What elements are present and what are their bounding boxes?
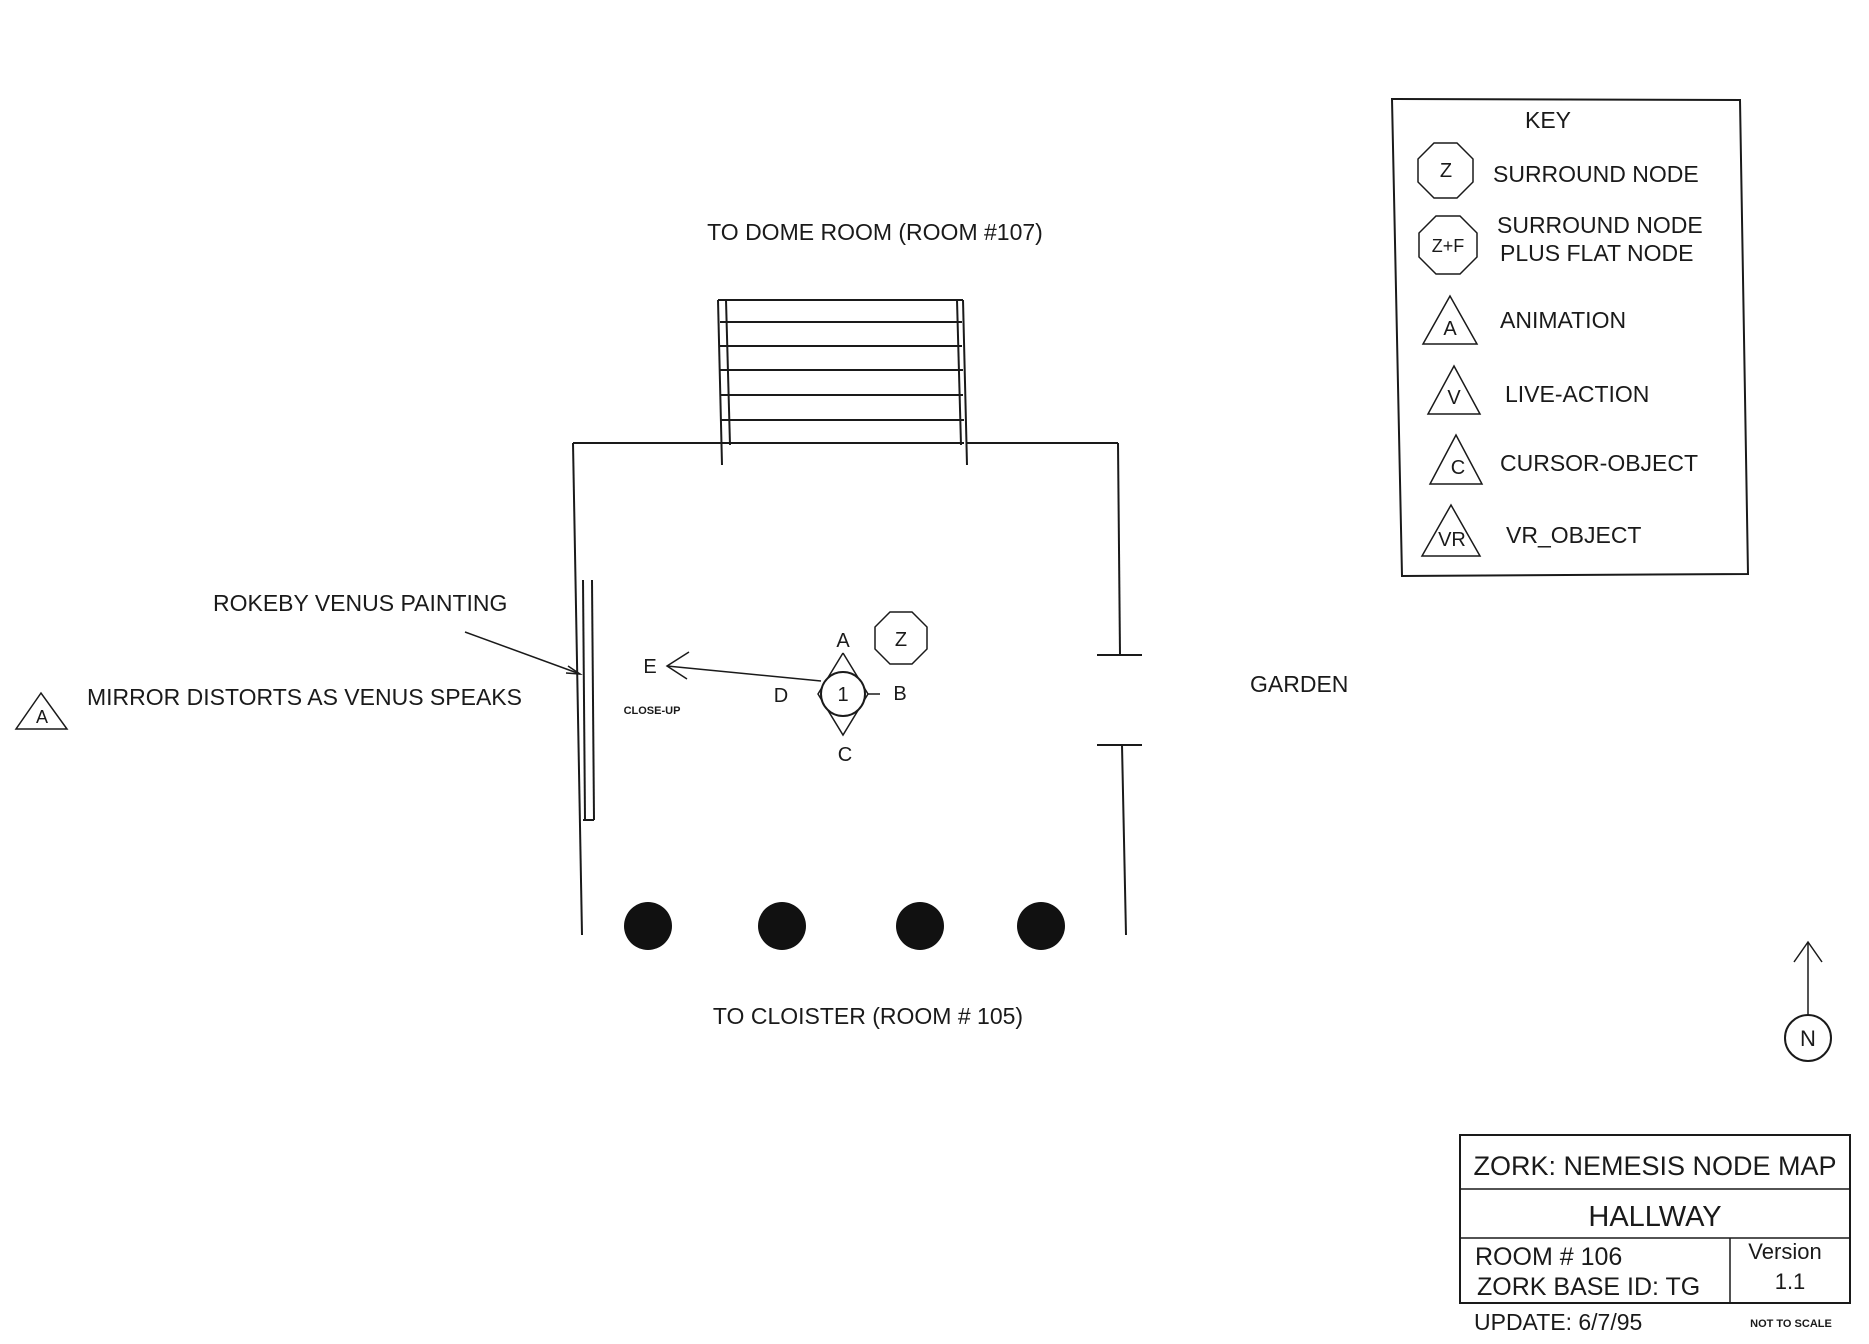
painting-pointer	[464, 631, 581, 675]
key-item-label: ANIMATION	[1500, 307, 1626, 333]
view-d-label: D	[774, 685, 788, 707]
columns	[624, 902, 1065, 950]
key-item-label: PLUS FLAT NODE	[1500, 240, 1693, 266]
compass-north-label: N	[1800, 1026, 1816, 1051]
room-number: ROOM # 106	[1475, 1243, 1622, 1271]
key-item-label: VR_OBJECT	[1506, 522, 1641, 548]
surround-node-octagon-icon	[874, 611, 928, 665]
node-number: 1	[837, 684, 848, 706]
north-exit-label: TO DOME ROOM (ROOM #107)	[707, 219, 1043, 245]
node-circle	[820, 671, 866, 717]
key-item-label: CURSOR-OBJECT	[1500, 450, 1698, 476]
column	[896, 902, 944, 950]
column	[624, 902, 672, 950]
column	[758, 902, 806, 950]
painting-label: ROKEBY VENUS PAINTING	[213, 590, 507, 616]
title-block: ZORK: NEMESIS NODE MAP HALLWAY ROOM # 10…	[1459, 1134, 1851, 1335]
svg-text:C: C	[1451, 457, 1465, 479]
closeup-label: CLOSE-UP	[624, 705, 681, 717]
surround-node-key-icon	[1417, 142, 1474, 199]
painting-wall-mark	[582, 579, 595, 821]
stairs	[717, 299, 968, 466]
node-type-symbol: Z	[895, 629, 907, 651]
view-c-label: C	[838, 744, 852, 766]
north-compass: N	[1784, 940, 1832, 1062]
south-exit-label: TO CLOISTER (ROOM # 105)	[713, 1003, 1023, 1029]
view-a-label: A	[836, 630, 850, 652]
live-action-key-icon	[1426, 364, 1482, 415]
cursor-object-key-icon	[1428, 433, 1484, 485]
update-date: UPDATE: 6/7/95	[1474, 1309, 1642, 1335]
view-b-label: B	[893, 683, 906, 705]
animation-note: MIRROR DISTORTS AS VENUS SPEAKS	[87, 684, 522, 710]
compass-circle	[1784, 1014, 1832, 1062]
scale-note: NOT TO SCALE	[1750, 1318, 1832, 1330]
vr-object-key-icon	[1420, 503, 1482, 557]
key-item-label: SURROUND NODE	[1493, 161, 1699, 187]
svg-text:V: V	[1447, 387, 1461, 409]
closeup-arrow	[666, 665, 822, 682]
svg-text:A: A	[1443, 318, 1457, 340]
column	[1017, 902, 1065, 950]
east-exit-label: GARDEN	[1250, 671, 1348, 697]
key-legend: KEY Z SURROUND NODE Z+F SURROUND NODE PL…	[1390, 97, 1750, 578]
svg-text:Z+F: Z+F	[1432, 236, 1465, 256]
svg-text:VR: VR	[1438, 529, 1466, 551]
animation-triangle-icon	[14, 691, 69, 730]
animation-key-icon	[1421, 294, 1479, 345]
surround-flat-node-key-icon	[1418, 215, 1478, 275]
project-title: ZORK: NEMESIS NODE MAP	[1473, 1151, 1836, 1181]
view-e-label: E	[643, 656, 656, 678]
key-item-label: SURROUND NODE	[1497, 212, 1703, 238]
key-box	[1390, 97, 1750, 578]
room-walls	[572, 442, 1142, 936]
svg-text:Z: Z	[1440, 160, 1452, 182]
node-1: 1	[665, 651, 880, 737]
key-item-label: LIVE-ACTION	[1505, 381, 1649, 407]
base-id: ZORK BASE ID: TG	[1477, 1273, 1700, 1301]
svg-text:A: A	[36, 707, 48, 727]
version-label: Version	[1748, 1239, 1821, 1264]
version-number: 1.1	[1775, 1269, 1806, 1294]
key-title: KEY	[1525, 107, 1571, 133]
room-name: HALLWAY	[1588, 1201, 1721, 1233]
